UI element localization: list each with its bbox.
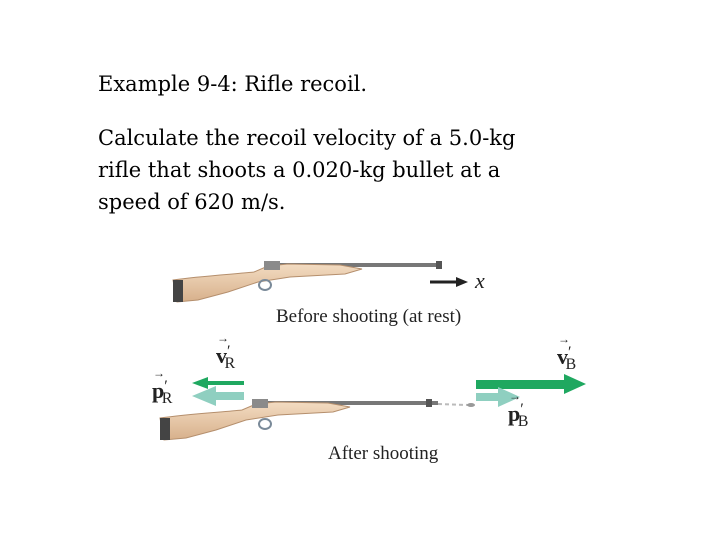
rifle-at-rest <box>172 261 442 303</box>
rifle-muzzle-2 <box>426 399 432 407</box>
slide-title: Example 9-4: Rifle recoil. <box>98 72 368 96</box>
problem-line-2: rifle that shoots a 0.020-kg bullet at a <box>98 158 501 182</box>
problem-statement: Calculate the recoil velocity of a 5.0-k… <box>98 122 608 218</box>
rifle-stock-2 <box>159 401 351 441</box>
problem-line-1: Calculate the recoil velocity of a 5.0-k… <box>98 126 516 150</box>
rifle-velocity-arrow <box>192 377 244 389</box>
rifle-muzzle <box>436 261 442 269</box>
rifle-trigger-guard <box>258 279 272 291</box>
bullet-velocity-arrow <box>476 374 586 394</box>
caption-after: After shooting <box>328 443 439 464</box>
rifle-receiver-2 <box>252 399 268 408</box>
rifle-trigger-guard-2 <box>258 418 272 430</box>
label-p-bullet: →p′B <box>508 389 529 430</box>
bullet-trail <box>437 403 469 406</box>
rifle-buttplate <box>173 280 183 302</box>
label-p-rifle: →p′R <box>152 366 173 407</box>
figure-graphics <box>159 261 586 441</box>
rifle-after-shooting <box>159 399 475 441</box>
bullet-momentum-arrow <box>476 387 520 407</box>
rifle-barrel-2 <box>268 401 438 405</box>
x-axis-label: x <box>475 268 485 293</box>
problem-line-3: speed of 620 m/s. <box>98 190 286 214</box>
rifle-momentum-arrow <box>192 386 244 406</box>
rifle-receiver <box>264 261 280 270</box>
rifle-buttplate-2 <box>160 418 170 440</box>
rifle-stock <box>172 263 363 303</box>
label-v-rifle: →v′R <box>216 331 236 372</box>
rifle-recoil-figure: x Before shooting (at rest) After shooti… <box>140 240 610 480</box>
bullet <box>467 403 475 407</box>
label-v-bullet: →v′B <box>557 332 577 373</box>
rifle-barrel <box>280 263 442 267</box>
x-axis-arrow <box>430 277 468 287</box>
caption-before: Before shooting (at rest) <box>276 306 462 327</box>
